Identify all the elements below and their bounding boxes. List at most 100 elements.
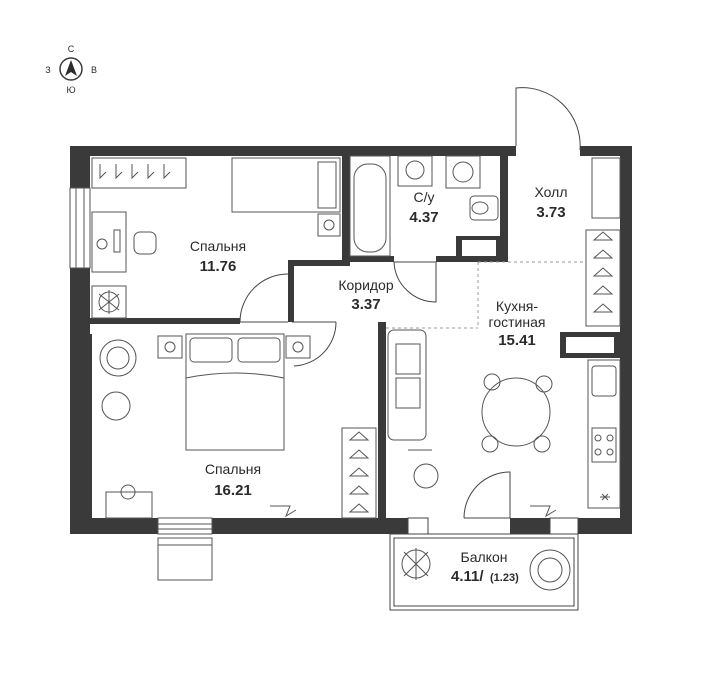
label-hall-area: 3.73 bbox=[536, 204, 565, 221]
monitor-icon bbox=[113, 229, 121, 253]
balcony-outline bbox=[389, 533, 579, 611]
pillow-left-icon bbox=[189, 337, 233, 363]
hall-hangers-icon bbox=[592, 231, 614, 313]
kitchen-radiator-icon bbox=[530, 505, 557, 518]
compass: С В Ю З bbox=[45, 44, 97, 95]
washing-machine-icon bbox=[445, 155, 481, 189]
bed-single-icon bbox=[231, 157, 341, 213]
nightstand-left-icon bbox=[157, 335, 183, 359]
interior-walls bbox=[90, 146, 620, 518]
label-bathroom-name: С/у bbox=[414, 189, 435, 205]
label-hall-name: Холл bbox=[535, 184, 568, 200]
hangers-icon bbox=[99, 164, 171, 180]
bedroom-large-furniture bbox=[99, 333, 377, 519]
bathtub-icon bbox=[349, 155, 391, 257]
blanket-icon bbox=[185, 372, 285, 379]
wall-bath-bottom-left bbox=[350, 256, 394, 262]
label-bedroom-large-area: 16.21 bbox=[214, 482, 252, 499]
label-bedroom-large-name: Спальня bbox=[205, 461, 261, 477]
shoe-cabinet-icon bbox=[591, 157, 621, 219]
wall-corridor-left bbox=[288, 260, 294, 322]
label-bedroom-small-name: Спальня bbox=[190, 238, 246, 254]
wall-bedroom-corridor-top bbox=[288, 260, 350, 266]
dresser-icon bbox=[105, 491, 153, 519]
bed-double-icon bbox=[185, 333, 285, 451]
wall-bottom-mid bbox=[212, 518, 388, 534]
compass-south: Ю bbox=[66, 85, 75, 95]
lamp-icon bbox=[323, 219, 335, 231]
label-balcony-name: Балкон bbox=[461, 549, 508, 565]
nightstand-icon bbox=[317, 213, 341, 237]
balcony-armchair-icon bbox=[529, 549, 571, 591]
balcony-window-right bbox=[549, 517, 579, 535]
coffee-table-icon bbox=[413, 463, 439, 489]
bathtub-inner bbox=[353, 163, 387, 253]
hall-furniture bbox=[585, 157, 621, 327]
balcony-inner bbox=[393, 537, 575, 607]
compass-west: З bbox=[45, 65, 50, 75]
chair-icon-4 bbox=[533, 435, 551, 453]
sofa-icon bbox=[387, 329, 427, 441]
compass-east: В bbox=[91, 65, 97, 75]
wall-bottom-kitchen-left bbox=[388, 518, 408, 534]
chair-icon bbox=[133, 231, 157, 255]
desk-lamp-icon bbox=[96, 238, 108, 250]
kitchen-sink-icon bbox=[591, 365, 617, 397]
wall-top-right bbox=[580, 146, 632, 156]
window-left bbox=[69, 187, 91, 269]
sink-icon bbox=[397, 155, 433, 187]
wall-left-mid bbox=[70, 268, 90, 334]
bathroom-door bbox=[393, 261, 437, 303]
pillow-right-icon bbox=[237, 337, 281, 363]
bedroom-hangers-icon bbox=[348, 431, 370, 513]
wall-left-bottom bbox=[70, 334, 92, 534]
wall-bedroom-bath bbox=[342, 146, 350, 262]
round-table-icon bbox=[101, 391, 131, 421]
pillow-icon bbox=[317, 161, 337, 209]
chair-icon-3 bbox=[481, 435, 499, 453]
snowflake-icon bbox=[600, 493, 610, 501]
radiator-icon bbox=[270, 505, 297, 518]
nightstand-right-icon bbox=[285, 335, 311, 359]
balcony-window-left bbox=[407, 517, 429, 535]
bedroom-small-door bbox=[239, 273, 289, 323]
chair-icon-2 bbox=[535, 375, 553, 393]
balcony-plant-icon bbox=[401, 548, 431, 580]
compass-ring bbox=[59, 57, 83, 81]
kitchen-column-inner bbox=[566, 337, 614, 353]
armchair-icon bbox=[99, 339, 137, 377]
dining-table-icon bbox=[481, 377, 551, 447]
label-kitchen-area: 15.41 bbox=[498, 332, 536, 349]
kitchen-furniture bbox=[387, 329, 621, 518]
wall-left-top bbox=[70, 146, 90, 188]
hall-wardrobe-icon bbox=[585, 229, 621, 327]
bath-shaft-inner bbox=[462, 240, 496, 256]
chair-icon-1 bbox=[483, 373, 501, 391]
wall-right bbox=[620, 146, 632, 534]
label-kitchen-name-2: гостиная bbox=[489, 314, 546, 330]
wall-bedroom-kitchen bbox=[378, 322, 386, 518]
doors bbox=[239, 87, 581, 519]
balcony-door bbox=[463, 471, 511, 519]
entrance-door bbox=[515, 87, 581, 151]
bedroom-large-door bbox=[292, 321, 337, 367]
compass-north: С bbox=[68, 44, 75, 54]
compass-arrow-icon bbox=[65, 60, 77, 76]
balcony-furniture bbox=[401, 548, 571, 591]
wall-bath-hall bbox=[500, 146, 508, 262]
wall-between-bedrooms bbox=[90, 318, 240, 324]
balcony bbox=[389, 517, 579, 611]
bedroom-wardrobe-icon bbox=[341, 427, 377, 519]
wall-bottom-left bbox=[70, 518, 158, 534]
label-balcony-area-reduced: (1.23) bbox=[490, 572, 519, 584]
bedroom-small-furniture bbox=[91, 157, 341, 319]
desk-icon bbox=[91, 211, 127, 273]
label-kitchen-name-1: Кухня- bbox=[496, 298, 538, 314]
label-corridor-name: Коридор bbox=[338, 277, 394, 293]
wall-top-left bbox=[70, 146, 516, 156]
plant-icon bbox=[91, 285, 127, 319]
wardrobe-icon bbox=[91, 157, 187, 189]
label-bedroom-small-area: 11.76 bbox=[200, 258, 237, 275]
